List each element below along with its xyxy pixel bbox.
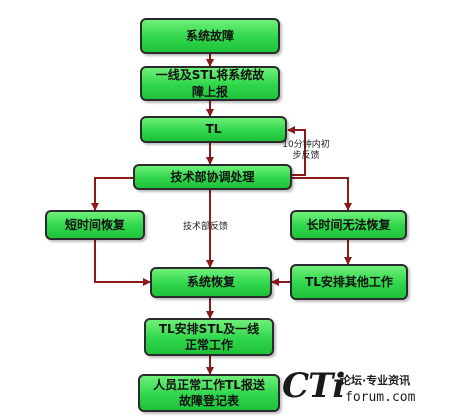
node-tl-other-work: TL安排其他工作 <box>290 264 408 300</box>
node-staff-normal-report: 人员正常工作TL报送故障登记表 <box>138 374 280 412</box>
arrow-short-to-restore <box>94 240 151 286</box>
node-system-restored: 系统恢复 <box>150 267 272 298</box>
label-10min-feedback: 10分钟内初步反馈 <box>282 140 330 162</box>
cti-logo: CTi <box>282 366 345 406</box>
watermark-tagline: 论坛·专业资讯 <box>340 374 411 387</box>
node-long-no-recovery: 长时间无法恢复 <box>290 210 407 240</box>
node-report-fault: 一线及STL将系统故障上报 <box>140 66 280 101</box>
label-tech-feedback: 技术部反馈 <box>183 222 229 232</box>
node-tl: TL <box>140 116 287 143</box>
node-tech-coordination: 技术部协调处理 <box>133 164 292 190</box>
watermark-domain: forum.com <box>345 390 416 405</box>
node-short-recovery: 短时间恢复 <box>45 210 145 240</box>
node-tl-arrange-work: TL安排STL及一线正常工作 <box>144 318 274 356</box>
arrow-tech-to-long <box>290 177 352 211</box>
arrow-tech-to-short <box>91 177 135 211</box>
node-system-fault: 系统故障 <box>140 18 280 54</box>
arrow-tech-feedback-to-tl <box>287 126 306 176</box>
